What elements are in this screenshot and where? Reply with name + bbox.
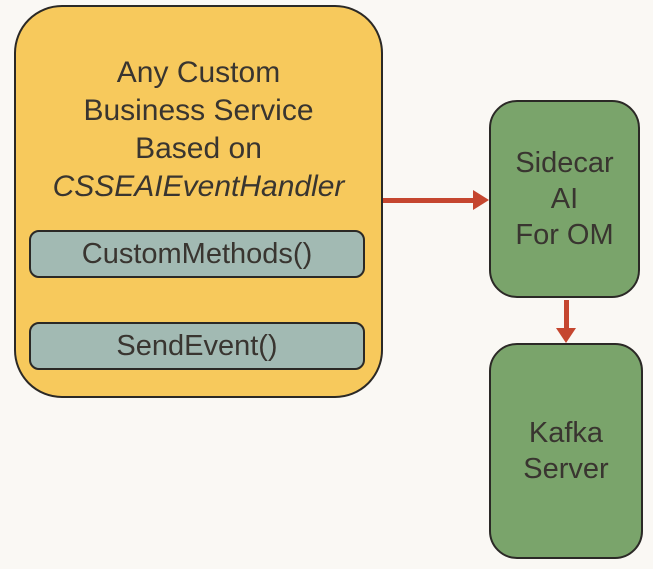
node-line: Kafka (528, 417, 604, 449)
node-line: Sidecar (515, 147, 614, 179)
sidecar-ai-node: Sidecar AI For OM (489, 100, 640, 298)
title-line: Business Service (83, 94, 314, 127)
arrow-down-icon (556, 328, 576, 343)
title-line: Based on (135, 132, 262, 165)
send-event-box: SendEvent() (29, 322, 365, 370)
title-line: Any Custom (116, 56, 281, 89)
node-line: Server (523, 453, 609, 485)
custom-business-service-node: Any Custom Business Service Based on CSS… (14, 5, 383, 398)
node-line: AI (550, 183, 579, 215)
title-class-name: CSSEAIEventHandler (52, 170, 345, 203)
arrow-right-shaft (383, 198, 474, 203)
custom-methods-box: CustomMethods() (29, 230, 365, 278)
service-node-title: Any Custom Business Service Based on CSS… (16, 54, 381, 206)
kafka-server-node: Kafka Server (489, 343, 643, 559)
arrow-down-shaft (564, 300, 569, 330)
arrow-right-icon (473, 190, 489, 210)
node-line: For OM (515, 219, 614, 251)
